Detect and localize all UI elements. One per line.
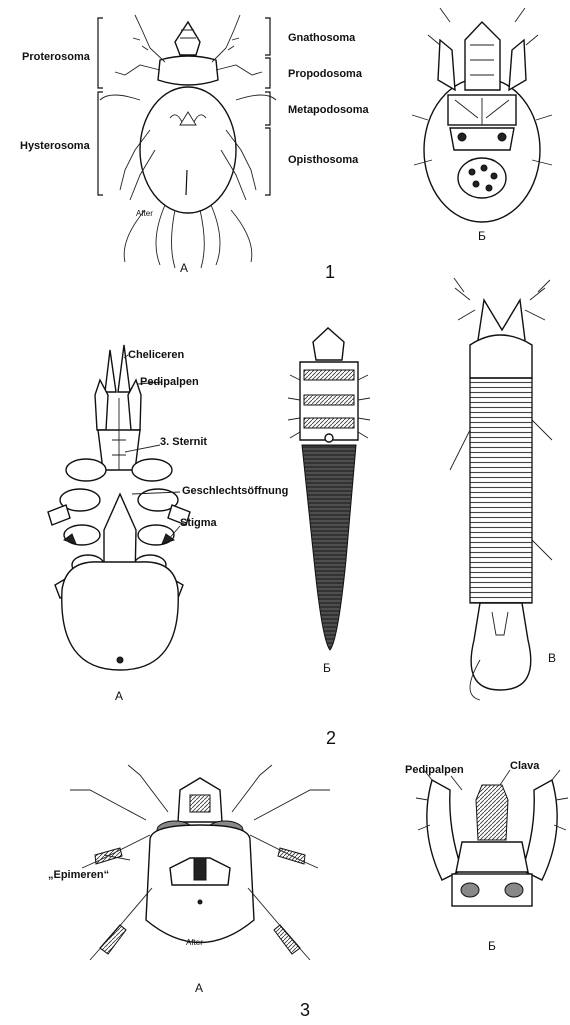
label-metapodosoma: Metapodosoma: [288, 104, 370, 116]
figure-2: Cheliceren Pedipalpen 3. Sternit Geschle…: [48, 278, 556, 748]
panel-letter-3a: А: [195, 981, 203, 995]
figure-number-1: 1: [325, 262, 335, 282]
label-cheliceren: Cheliceren: [128, 349, 185, 361]
figure-3: „Epimeren“ After А Pedipalpen Clava Б 3: [48, 760, 568, 1020]
label-stigma: Stigma: [180, 517, 218, 529]
label-after-1a: After: [136, 209, 153, 218]
label-gnathosoma: Gnathosoma: [288, 32, 356, 44]
panel-letter-2c: В: [548, 651, 556, 665]
label-opisthosoma: Opisthosoma: [288, 154, 359, 166]
bracket-hysterosoma: [98, 92, 103, 195]
bracket-proterosoma: [98, 18, 103, 88]
figure-1b-mite-drawing: [412, 8, 552, 222]
figure-1: Proterosoma Hysterosoma Gnathosoma Propo…: [20, 8, 552, 282]
label-clava: Clava: [510, 760, 540, 772]
label-3-sternit: 3. Sternit: [160, 436, 207, 448]
panel-letter-2a: А: [115, 689, 123, 703]
label-epimeren: „Epimeren“: [48, 869, 109, 881]
label-hysterosoma: Hysterosoma: [20, 140, 91, 152]
label-geschlechtsoeffnung: Geschlechtsöffnung: [182, 485, 288, 497]
panel-letter-1b: Б: [478, 229, 486, 243]
bracket-propodosoma: [265, 58, 270, 88]
figure-2a-mite-drawing: [48, 345, 190, 670]
panel-letter-3b: Б: [488, 939, 496, 953]
bracket-metapodosoma: [265, 92, 270, 125]
figure-2b-mite-drawing: [288, 328, 370, 650]
label-pedipalpen-2a: Pedipalpen: [140, 376, 199, 388]
bracket-opisthosoma: [265, 128, 270, 195]
bracket-gnathosoma: [265, 18, 270, 55]
label-pedipalpen-3b: Pedipalpen: [405, 764, 464, 776]
label-proterosoma: Proterosoma: [22, 51, 91, 63]
panel-letter-2b: Б: [323, 661, 331, 675]
figure-number-3: 3: [300, 1000, 310, 1020]
figure-3b-gnathosoma-drawing: [416, 770, 568, 906]
figure-number-2: 2: [326, 728, 336, 748]
figure-3a-mite-drawing: [70, 765, 330, 960]
figure-1a-mite-drawing: [100, 15, 276, 268]
label-after-3a: After: [186, 938, 203, 947]
panel-letter-1a: А: [180, 261, 188, 275]
label-propodosoma: Propodosoma: [288, 68, 363, 80]
figure-2c-mite-drawing: [450, 278, 552, 700]
